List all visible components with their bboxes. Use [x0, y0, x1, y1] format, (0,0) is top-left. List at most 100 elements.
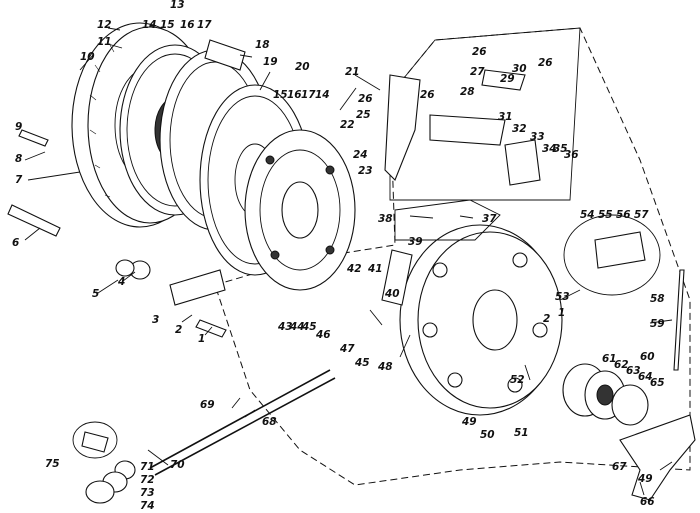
label-72: 72	[140, 474, 155, 486]
label-45-b: 45	[354, 357, 370, 369]
label-32: 32	[512, 123, 527, 135]
hose-59	[673, 269, 685, 371]
label-6: 6	[12, 237, 19, 249]
label-46: 46	[315, 329, 331, 341]
label-64: 64	[638, 371, 653, 383]
label-15: 15	[160, 19, 175, 31]
label-24: 24	[353, 149, 368, 161]
label-11: 11	[97, 36, 112, 48]
label-26-c: 26	[420, 89, 435, 101]
plate-56	[594, 231, 646, 269]
label-40: 40	[384, 288, 400, 300]
label-68: 68	[262, 416, 277, 428]
clutch-shaft	[149, 369, 336, 476]
label-22: 22	[340, 119, 355, 131]
label-52: 52	[510, 374, 525, 386]
spring-18	[204, 39, 246, 71]
lever-assembly-inset	[384, 27, 581, 201]
release-fork	[619, 414, 696, 501]
label-55: 55	[598, 209, 613, 221]
label-49-b: 49	[637, 473, 653, 485]
label-33: 33	[530, 131, 545, 143]
label-45: 45	[301, 321, 317, 333]
label-27: 27	[470, 66, 485, 78]
label-37: 37	[482, 213, 497, 225]
label-70: 70	[170, 459, 185, 471]
label-66: 66	[640, 496, 655, 508]
label-69: 69	[200, 399, 215, 411]
label-3: 3	[152, 314, 159, 326]
label-8: 8	[15, 153, 22, 165]
label-20: 20	[295, 61, 310, 73]
label-21: 21	[345, 66, 360, 78]
label-17: 17	[197, 19, 212, 31]
spring-assembly-39	[381, 249, 413, 306]
label-59: 59	[650, 318, 665, 330]
label-9: 9	[15, 121, 22, 133]
label-74: 74	[140, 500, 155, 512]
label-4: 4	[117, 276, 125, 288]
label-10: 10	[80, 51, 95, 63]
label-71: 71	[140, 461, 155, 473]
label-67: 67	[612, 461, 627, 473]
label-5: 5	[92, 288, 99, 300]
label-38: 38	[378, 213, 393, 225]
label-42: 42	[346, 263, 362, 275]
label-12: 12	[97, 19, 112, 31]
label-23: 23	[358, 165, 373, 177]
label-47: 47	[339, 343, 355, 355]
label-57: 57	[634, 209, 649, 221]
inset-70-75	[72, 421, 136, 504]
bolt-6	[7, 204, 61, 237]
label-13: 13	[170, 0, 185, 11]
label-62: 62	[614, 359, 629, 371]
label-26-d: 26	[538, 57, 553, 69]
label-50: 50	[480, 429, 495, 441]
label-7: 7	[15, 174, 23, 186]
label-29: 29	[500, 73, 515, 85]
label-18: 18	[255, 39, 270, 51]
label-36: 36	[564, 149, 579, 161]
label-73: 73	[140, 487, 155, 499]
inset-37-38	[394, 199, 501, 241]
label-35: 35	[553, 143, 568, 155]
label-56: 56	[616, 209, 631, 221]
label-51: 51	[514, 427, 529, 439]
label-44: 44	[289, 321, 305, 333]
label-75: 75	[45, 458, 60, 470]
label-48: 48	[377, 361, 393, 373]
label-1: 1	[198, 333, 205, 345]
label-16: 16	[180, 19, 195, 31]
label-34: 34	[542, 143, 557, 155]
bolt-9	[18, 129, 49, 147]
washer-5	[115, 259, 135, 277]
label-39: 39	[408, 236, 423, 248]
label-41: 41	[367, 263, 383, 275]
release-bearing	[562, 363, 649, 426]
leader-lines	[24, 27, 673, 496]
label-20-15: 15	[273, 89, 288, 101]
label-28: 28	[460, 86, 475, 98]
label-61: 61	[602, 353, 617, 365]
label-60: 60	[640, 351, 655, 363]
label-63: 63	[626, 365, 641, 377]
housing-group-outline	[214, 27, 691, 486]
label-1-b: 1	[558, 307, 565, 319]
label-53: 53	[555, 291, 570, 303]
pressure-plate-cover	[244, 129, 356, 291]
label-26-b: 26	[472, 46, 487, 58]
label-30: 30	[512, 63, 527, 75]
label-43: 43	[277, 321, 293, 333]
lock-plate-3	[169, 269, 226, 306]
label-58: 58	[650, 293, 665, 305]
label-2: 2	[175, 324, 182, 336]
label-65: 65	[650, 377, 665, 389]
label-2-b: 2	[543, 313, 550, 325]
label-19: 19	[263, 56, 278, 68]
label-26: 26	[358, 93, 373, 105]
label-14: 14	[142, 19, 157, 31]
label-20-16: 16	[287, 89, 302, 101]
label-20-14: 14	[315, 89, 330, 101]
